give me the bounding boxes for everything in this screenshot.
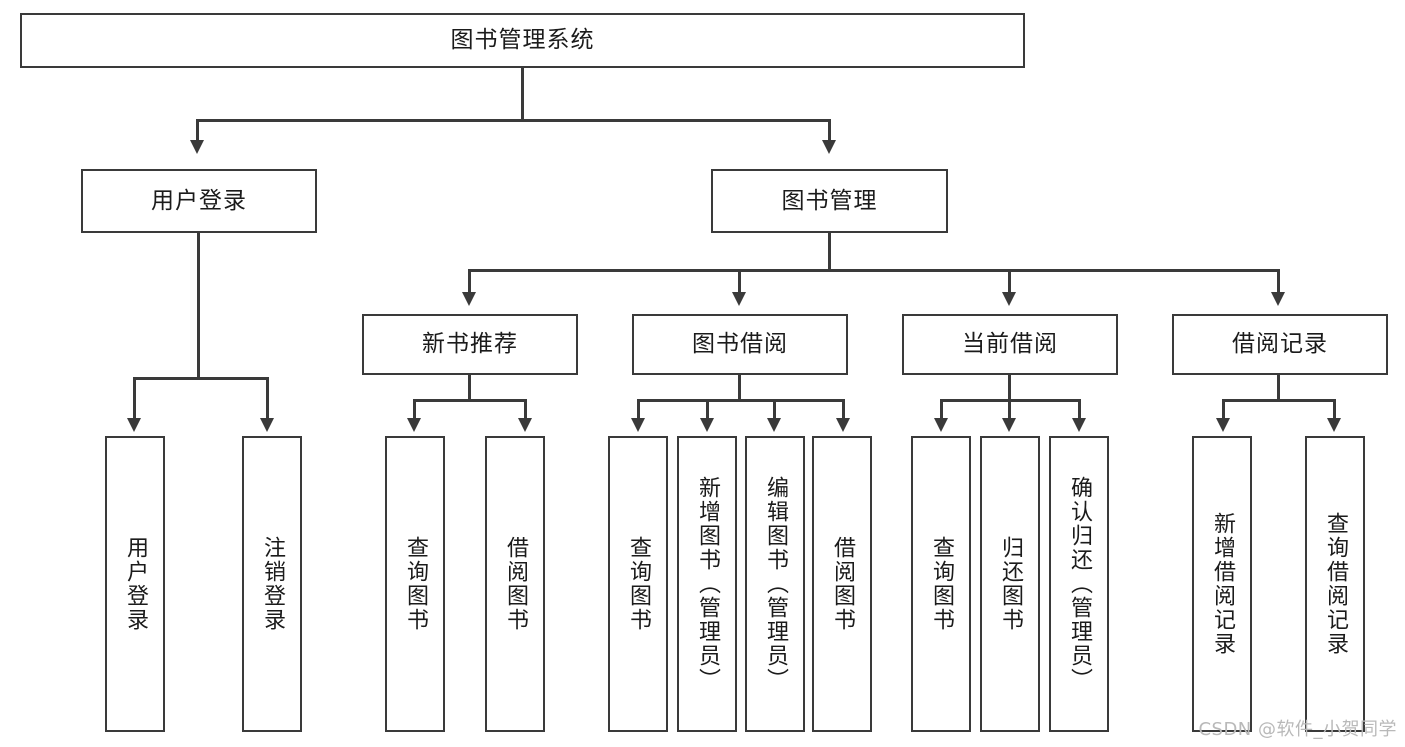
arrowhead-leaf-user-login (127, 418, 141, 432)
connector-new-book-bus (413, 399, 527, 402)
node-leaf-borrow-book-1[interactable]: 借阅图书 (485, 436, 545, 732)
node-label: 确认归还（管理员） (1066, 476, 1092, 692)
node-label: 查询图书 (625, 536, 651, 632)
connector-to-borrow-record (1277, 269, 1280, 293)
node-leaf-add-record[interactable]: 新增借阅记录 (1192, 436, 1252, 732)
arrowhead-to-new-book-recommend (462, 292, 476, 306)
node-label: 图书管理系统 (450, 27, 595, 53)
node-label: 用户登录 (122, 536, 148, 632)
connector-level2-bus (196, 119, 831, 122)
arrowhead-leaf-borrow-book-1 (518, 418, 532, 432)
connector-book-borrow-drop-4 (842, 399, 845, 419)
connector-to-user-login (196, 119, 199, 142)
connector-to-new-book-recommend (468, 269, 471, 293)
node-label: 借阅记录 (1232, 331, 1328, 357)
connector-book-borrow-drop-1 (637, 399, 640, 419)
arrowhead-leaf-query-book-3 (934, 418, 948, 432)
connector-book-borrow-drop-3 (773, 399, 776, 419)
connector-to-book-manage (828, 119, 831, 142)
node-new-book-recommend[interactable]: 新书推荐 (362, 314, 578, 375)
node-label: 查询图书 (402, 536, 428, 632)
arrowhead-to-user-login (190, 140, 204, 154)
connector-borrow-record-drop-2 (1333, 399, 1336, 419)
arrowhead-leaf-query-book-2 (631, 418, 645, 432)
connector-root-stem (521, 68, 524, 121)
node-label: 图书借阅 (692, 331, 788, 357)
connector-new-book-stem (468, 375, 471, 402)
connector-to-book-borrow (738, 269, 741, 293)
node-label: 新增图书（管理员） (694, 476, 720, 692)
node-label: 编辑图书（管理员） (762, 476, 788, 692)
connector-current-borrow-drop-2 (1008, 399, 1011, 419)
node-leaf-user-logout[interactable]: 注销登录 (242, 436, 302, 732)
node-label: 借阅图书 (829, 536, 855, 632)
connector-current-borrow-drop-3 (1078, 399, 1081, 419)
arrowhead-leaf-edit-book (767, 418, 781, 432)
connector-current-borrow-drop-1 (940, 399, 943, 419)
node-label: 注销登录 (259, 536, 285, 632)
arrowhead-leaf-add-record (1216, 418, 1230, 432)
node-borrow-record[interactable]: 借阅记录 (1172, 314, 1388, 375)
node-leaf-query-book-1[interactable]: 查询图书 (385, 436, 445, 732)
connector-book-borrow-bus (637, 399, 845, 402)
connector-new-book-drop-1 (413, 399, 416, 419)
connector-borrow-record-stem (1277, 375, 1280, 402)
node-current-borrow[interactable]: 当前借阅 (902, 314, 1118, 375)
node-label: 查询图书 (928, 536, 954, 632)
node-book-manage[interactable]: 图书管理 (711, 169, 948, 233)
node-label: 图书管理 (781, 187, 878, 214)
node-leaf-query-book-3[interactable]: 查询图书 (911, 436, 971, 732)
connector-user-login-stem (197, 233, 200, 380)
arrowhead-to-book-manage (822, 140, 836, 154)
node-root-system[interactable]: 图书管理系统 (20, 13, 1025, 68)
connector-user-login-drop-1 (133, 377, 136, 419)
connector-borrow-record-drop-1 (1222, 399, 1225, 419)
node-leaf-confirm-return[interactable]: 确认归还（管理员） (1049, 436, 1109, 732)
arrowhead-leaf-borrow-book-2 (836, 418, 850, 432)
node-user-login[interactable]: 用户登录 (81, 169, 317, 233)
arrowhead-to-book-borrow (732, 292, 746, 306)
arrowhead-leaf-user-logout (260, 418, 274, 432)
node-label: 新书推荐 (422, 331, 518, 357)
node-leaf-return-book[interactable]: 归还图书 (980, 436, 1040, 732)
watermark-text: CSDN @软件_小贺同学 (1198, 719, 1397, 740)
arrowhead-leaf-return-book (1002, 418, 1016, 432)
arrowhead-leaf-query-book-1 (407, 418, 421, 432)
node-label: 当前借阅 (962, 331, 1058, 357)
arrowhead-leaf-query-record (1327, 418, 1341, 432)
connector-to-current-borrow (1008, 269, 1011, 293)
connector-borrow-record-bus (1222, 399, 1336, 402)
arrowhead-leaf-confirm-return (1072, 418, 1086, 432)
arrowhead-to-current-borrow (1002, 292, 1016, 306)
arrowhead-leaf-add-book (700, 418, 714, 432)
node-label: 查询借阅记录 (1322, 512, 1348, 656)
connector-level3-bus (468, 269, 1280, 272)
node-label: 归还图书 (997, 536, 1023, 632)
connector-current-borrow-stem (1008, 375, 1011, 402)
node-label: 新增借阅记录 (1209, 512, 1235, 656)
node-leaf-add-book[interactable]: 新增图书（管理员） (677, 436, 737, 732)
connector-book-borrow-drop-2 (706, 399, 709, 419)
node-label: 用户登录 (151, 187, 247, 214)
node-leaf-query-book-2[interactable]: 查询图书 (608, 436, 668, 732)
connector-user-login-bus (133, 377, 269, 380)
arrowhead-to-borrow-record (1271, 292, 1285, 306)
node-leaf-user-login[interactable]: 用户登录 (105, 436, 165, 732)
node-label: 借阅图书 (502, 536, 528, 632)
node-leaf-borrow-book-2[interactable]: 借阅图书 (812, 436, 872, 732)
connector-new-book-drop-2 (524, 399, 527, 419)
connector-book-borrow-stem (738, 375, 741, 402)
connector-user-login-drop-2 (266, 377, 269, 419)
node-leaf-query-record[interactable]: 查询借阅记录 (1305, 436, 1365, 732)
node-book-borrow[interactable]: 图书借阅 (632, 314, 848, 375)
connector-book-manage-stem (828, 233, 831, 272)
node-leaf-edit-book[interactable]: 编辑图书（管理员） (745, 436, 805, 732)
